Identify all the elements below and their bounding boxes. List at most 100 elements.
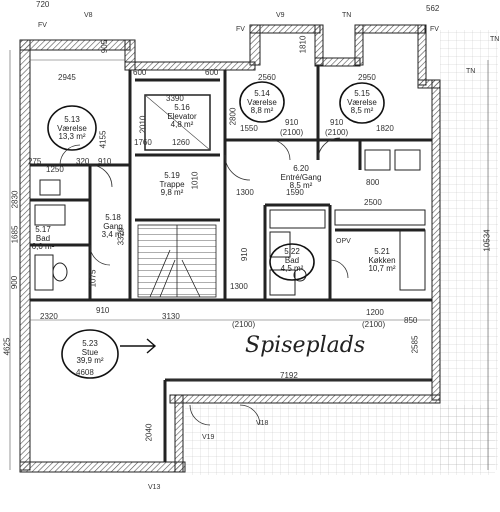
terrace-grid-bottom (185, 405, 495, 475)
room-area: 8,5 m² (350, 106, 374, 115)
room-label-5-18: 5.18 Gang 3,4 m² (96, 213, 130, 240)
room-id: 5.15 (354, 89, 370, 98)
room-id: 5.18 (105, 213, 121, 222)
dim-910a: 910 (285, 118, 299, 127)
dim-4155: 4155 (98, 130, 108, 149)
dim-1010: 1010 (190, 171, 200, 190)
room-label-5-22: 5.22 Bad 4,5 m² (272, 247, 312, 274)
dim-910d: 910 (240, 247, 250, 262)
dim-1250: 1250 (46, 165, 64, 174)
dim-2585: 2585 (410, 335, 420, 354)
terrace-grid (440, 30, 498, 470)
dim-2500: 2500 (364, 198, 382, 207)
tag-tn-1: TN (342, 12, 352, 19)
dim-2560: 2560 (258, 73, 276, 82)
dim-910c: 910 (98, 157, 112, 166)
dim-1685: 1685 (10, 225, 20, 244)
room-label-6-20: 6.20 Entré/Gang 8,5 m² (276, 164, 326, 191)
direction-arrow (120, 338, 157, 354)
dim-2945: 2945 (58, 73, 76, 82)
dim-2830: 2830 (10, 190, 20, 209)
tag-v9: V9 (276, 12, 285, 19)
room-id: 5.22 (284, 247, 300, 256)
room-area: 6,0 m² (31, 242, 55, 251)
handwritten-annotation: Spiseplads (245, 333, 366, 358)
dim-1260: 1260 (172, 138, 190, 147)
dim-2950: 2950 (358, 73, 376, 82)
dim-2010: 2010 (138, 115, 148, 134)
room-area: 10,7 m² (368, 264, 396, 273)
room-id: 6.20 (293, 164, 309, 173)
dim-720: 720 (36, 0, 50, 9)
staircase (137, 224, 217, 298)
tag-v19: V19 (202, 434, 215, 441)
room-name: Bad (35, 233, 51, 243)
dim-10534: 10534 (482, 229, 492, 252)
dimension-lines (9, 50, 489, 470)
room-name: Trappe (159, 179, 185, 189)
dim-850: 850 (404, 316, 418, 325)
dim-910b: 910 (330, 118, 344, 127)
dim-905: 905 (100, 39, 110, 54)
dim-3320: 3320 (116, 227, 126, 246)
dim-2100b: (2100) (325, 128, 349, 137)
room-area: 4,5 m² (280, 264, 304, 273)
dim-1550: 1550 (240, 124, 258, 133)
room-id: 5.21 (374, 247, 390, 256)
room-area: 39,9 m² (76, 356, 104, 365)
room-id: 5.19 (164, 171, 180, 180)
interior-walls (30, 65, 432, 462)
room-circles (47, 81, 385, 379)
dim-4625: 4625 (2, 337, 12, 356)
tag-opv: OPV (336, 238, 351, 245)
room-label-5-14: 5.14 Værelse 8,8 m² (240, 89, 284, 116)
room-id: 5.14 (254, 89, 270, 98)
room-id: 5.16 (174, 103, 190, 112)
dim-320: 320 (76, 157, 90, 166)
dim-2100d: (2100) (362, 320, 386, 329)
dim-2100a: (2100) (280, 128, 304, 137)
room-area: 3,4 m² (101, 230, 125, 239)
tag-fv-3: FV (430, 26, 439, 33)
dim-1075: 1075 (88, 269, 98, 288)
dim-1590: 1590 (286, 188, 304, 197)
dim-7192: 7192 (280, 371, 298, 380)
room-name: Køkken (368, 255, 396, 265)
room-id: 5.17 (35, 225, 51, 234)
tag-v18: V18 (256, 420, 269, 427)
dim-1760: 1760 (134, 138, 152, 147)
room-name: Elevator (167, 111, 197, 121)
room-id: 5.13 (64, 115, 80, 124)
room-name: Bad (284, 255, 300, 265)
room-name: Entré/Gang (280, 172, 322, 182)
room-name: Stue (81, 347, 99, 357)
elevator-shaft (144, 94, 211, 151)
room-name: Gang (103, 221, 123, 231)
dim-800: 800 (366, 178, 380, 187)
room-label-5-16: 5.16 Elevator 4,8 m² (160, 103, 204, 130)
dim-1810: 1810 (298, 35, 308, 54)
dim-2800: 2800 (228, 107, 238, 126)
room-label-5-23: 5.23 Stue 39,9 m² (68, 339, 112, 366)
room-area: 4,8 m² (170, 120, 194, 129)
tag-tn-2: TN (466, 68, 476, 75)
dim-3390: 3390 (166, 94, 184, 103)
dim-1300b: 1300 (230, 282, 248, 291)
room-area: 8,8 m² (250, 106, 274, 115)
room-label-5-21: 5.21 Køkken 10,7 m² (360, 247, 404, 274)
room-area: 9,8 m² (160, 188, 184, 197)
dim-900: 900 (10, 275, 20, 290)
room-label-5-17: 5.17 Bad 6,0 m² (28, 225, 58, 252)
dim-2040: 2040 (144, 423, 154, 442)
room-id: 5.23 (82, 339, 98, 348)
room-area: 8,5 m² (289, 181, 313, 190)
room-area: 13,3 m² (58, 132, 86, 141)
dim-1820: 1820 (376, 124, 394, 133)
door-swings (59, 137, 349, 426)
dim-600b: 600 (205, 68, 219, 77)
tag-fv-1: FV (38, 22, 47, 29)
room-name: Værelse (247, 97, 277, 107)
dim-1200: 1200 (366, 308, 384, 317)
room-name: Værelse (57, 123, 87, 133)
room-label-5-19: 5.19 Trappe 9,8 m² (150, 171, 194, 198)
